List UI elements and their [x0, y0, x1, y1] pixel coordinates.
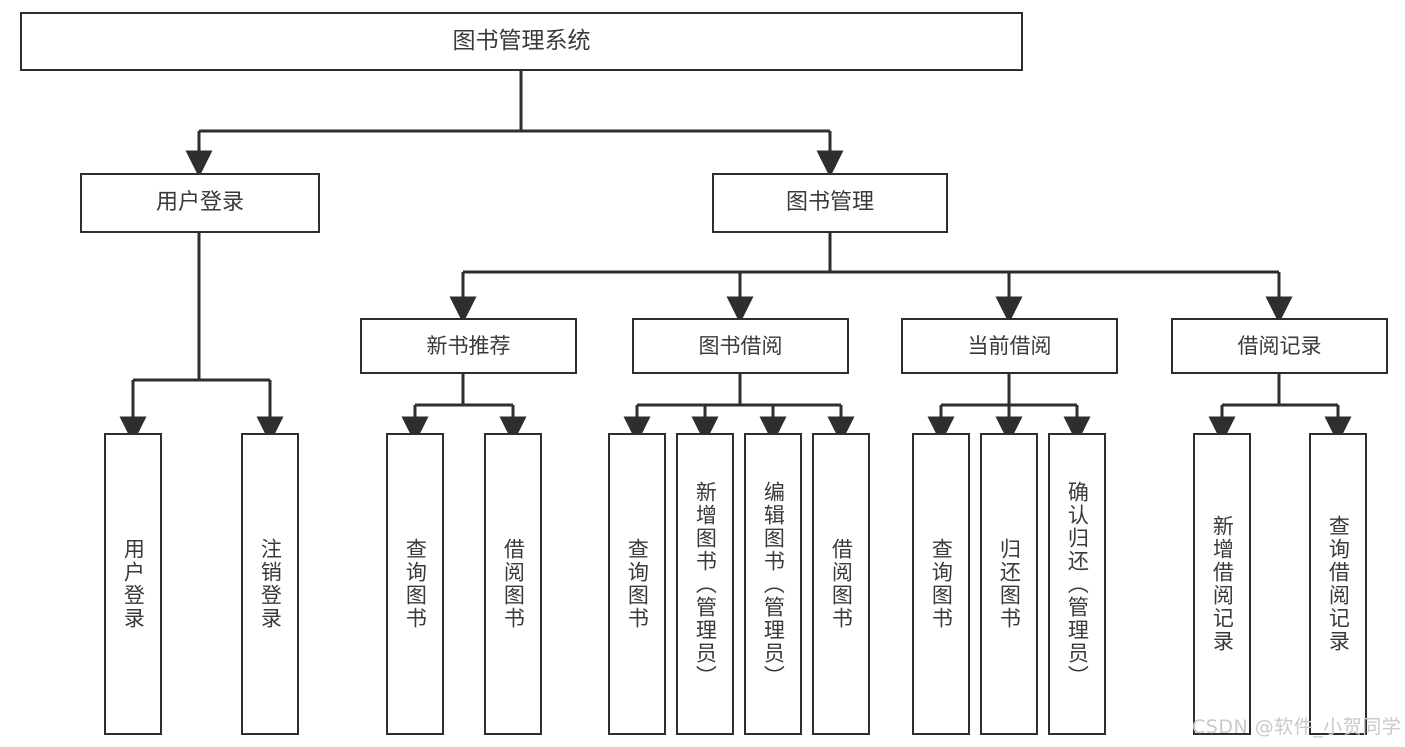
leaf-cb-query-book[interactable]: 查询图书 — [912, 433, 970, 735]
node-user-login-label: 用户登录 — [155, 190, 244, 216]
node-book-borrow-label: 图书借阅 — [698, 333, 783, 358]
node-current-borrow-label: 当前借阅 — [967, 333, 1052, 358]
leaf-cb-return-book[interactable]: 归还图书 — [980, 433, 1038, 735]
leaf-bb-add-book-admin-label: 新增图书（管理员） — [693, 480, 718, 688]
node-book-management[interactable]: 图书管理 — [712, 173, 948, 233]
leaf-user-login[interactable]: 用户登录 — [104, 433, 162, 735]
leaf-nb-borrow-book[interactable]: 借阅图书 — [484, 433, 542, 735]
leaf-bb-query-book-label: 查询图书 — [625, 538, 650, 630]
leaf-nb-query-book[interactable]: 查询图书 — [386, 433, 444, 735]
leaf-br-add-record[interactable]: 新增借阅记录 — [1193, 433, 1251, 735]
leaf-br-query-record-label: 查询借阅记录 — [1326, 515, 1351, 653]
leaf-cb-query-book-label: 查询图书 — [929, 538, 954, 630]
node-new-book-recommend[interactable]: 新书推荐 — [360, 318, 577, 374]
watermark-text: CSDN @软件_小贺同学 — [1192, 716, 1402, 738]
node-root-label: 图书管理系统 — [452, 27, 591, 54]
node-root-book-management-system[interactable]: 图书管理系统 — [20, 12, 1023, 71]
leaf-bb-borrow-book-label: 借阅图书 — [829, 538, 854, 630]
leaf-nb-borrow-book-label: 借阅图书 — [501, 538, 526, 630]
leaf-bb-query-book[interactable]: 查询图书 — [608, 433, 666, 735]
leaf-cb-confirm-return-admin[interactable]: 确认归还（管理员） — [1048, 433, 1106, 735]
leaf-user-login-label: 用户登录 — [121, 538, 146, 630]
node-current-borrow[interactable]: 当前借阅 — [901, 318, 1118, 374]
leaf-br-add-record-label: 新增借阅记录 — [1210, 515, 1235, 653]
leaf-bb-borrow-book[interactable]: 借阅图书 — [812, 433, 870, 735]
leaf-cb-confirm-return-admin-label: 确认归还（管理员） — [1065, 480, 1090, 688]
node-book-management-label: 图书管理 — [785, 190, 874, 216]
leaf-logout[interactable]: 注销登录 — [241, 433, 299, 735]
leaf-logout-label: 注销登录 — [258, 538, 283, 630]
node-borrow-record[interactable]: 借阅记录 — [1171, 318, 1388, 374]
leaf-bb-edit-book-admin[interactable]: 编辑图书（管理员） — [744, 433, 802, 735]
leaf-nb-query-book-label: 查询图书 — [403, 538, 428, 630]
leaf-bb-edit-book-admin-label: 编辑图书（管理员） — [761, 480, 786, 688]
leaf-br-query-record[interactable]: 查询借阅记录 — [1309, 433, 1367, 735]
node-borrow-record-label: 借阅记录 — [1237, 333, 1322, 358]
leaf-cb-return-book-label: 归还图书 — [997, 538, 1022, 630]
node-user-login[interactable]: 用户登录 — [80, 173, 320, 233]
leaf-bb-add-book-admin[interactable]: 新增图书（管理员） — [676, 433, 734, 735]
node-new-book-recommend-label: 新书推荐 — [426, 333, 511, 358]
node-book-borrow[interactable]: 图书借阅 — [632, 318, 849, 374]
